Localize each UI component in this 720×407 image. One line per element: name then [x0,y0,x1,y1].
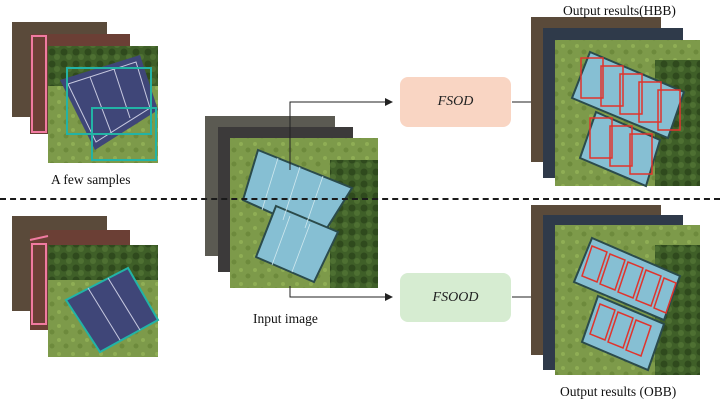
few-samples-label: A few samples [51,172,131,187]
few-samples-top-stack [12,22,158,163]
fsod-box: FSOD [400,77,511,127]
fsod-label: FSOD [437,94,474,109]
fsood-label: FSOOD [432,289,479,305]
output-hbb-label: Output results(HBB) [563,3,676,18]
arrow-to-fsod [289,98,393,170]
fsood-box: FSOOD [400,273,511,322]
arrow-to-fsood [289,286,393,301]
output-obb-stack [531,205,700,375]
few-samples-bottom-stack [12,216,160,357]
input-image-stack [205,116,378,288]
section-divider [0,198,720,200]
input-image-label: Input image [253,311,318,326]
output-obb-label: Output results (OBB) [560,384,677,399]
output-hbb-stack [531,17,700,188]
